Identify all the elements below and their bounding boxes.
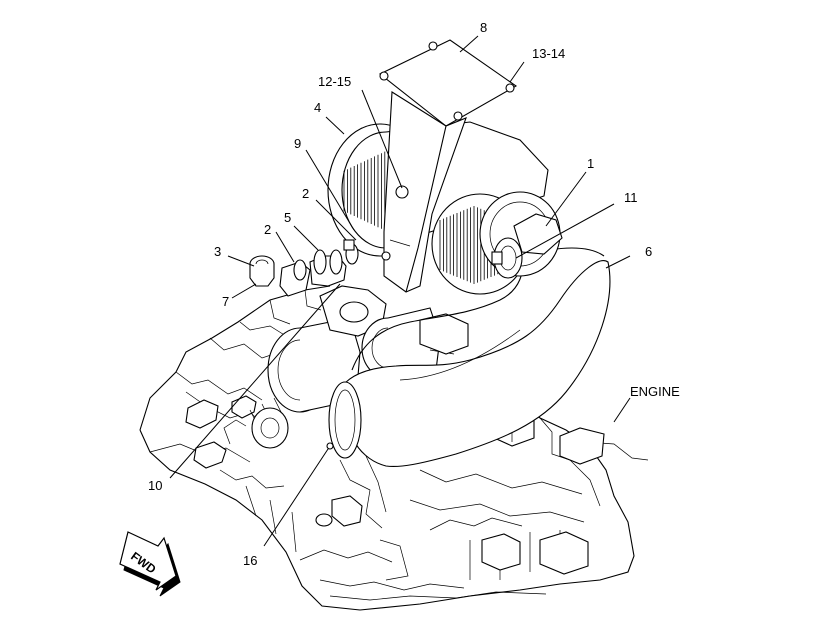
engine-label: ENGINE	[630, 384, 680, 399]
callout-1: 1	[587, 156, 594, 171]
callout-3: 3	[214, 244, 221, 259]
callout-16: 16	[243, 553, 257, 568]
callout-5: 5	[284, 210, 291, 225]
callout-8: 8	[480, 20, 487, 35]
mounting-bracket[interactable]	[378, 39, 518, 293]
hose-fittings[interactable]	[249, 239, 359, 297]
fwd-arrow-icon: FWD	[119, 531, 181, 597]
callout-11: 11	[624, 190, 638, 205]
callout-12-15: 12-15	[318, 74, 351, 89]
air-duct[interactable]	[328, 247, 611, 467]
callout-7: 7	[222, 294, 229, 309]
leader-lines	[169, 35, 631, 547]
callout-13-14: 13-14	[532, 46, 565, 61]
callout-labels: 8 13-14 12-15 4 9 1 2 11 5 2 3 6 7 ENGIN…	[148, 20, 680, 568]
callout-2-upper: 2	[302, 186, 309, 201]
callout-4: 4	[314, 100, 321, 115]
callout-6: 6	[645, 244, 652, 259]
callout-2-lower: 2	[264, 222, 271, 237]
callout-10: 10	[148, 478, 162, 493]
callout-9: 9	[294, 136, 301, 151]
clamp-11[interactable]	[491, 237, 523, 279]
